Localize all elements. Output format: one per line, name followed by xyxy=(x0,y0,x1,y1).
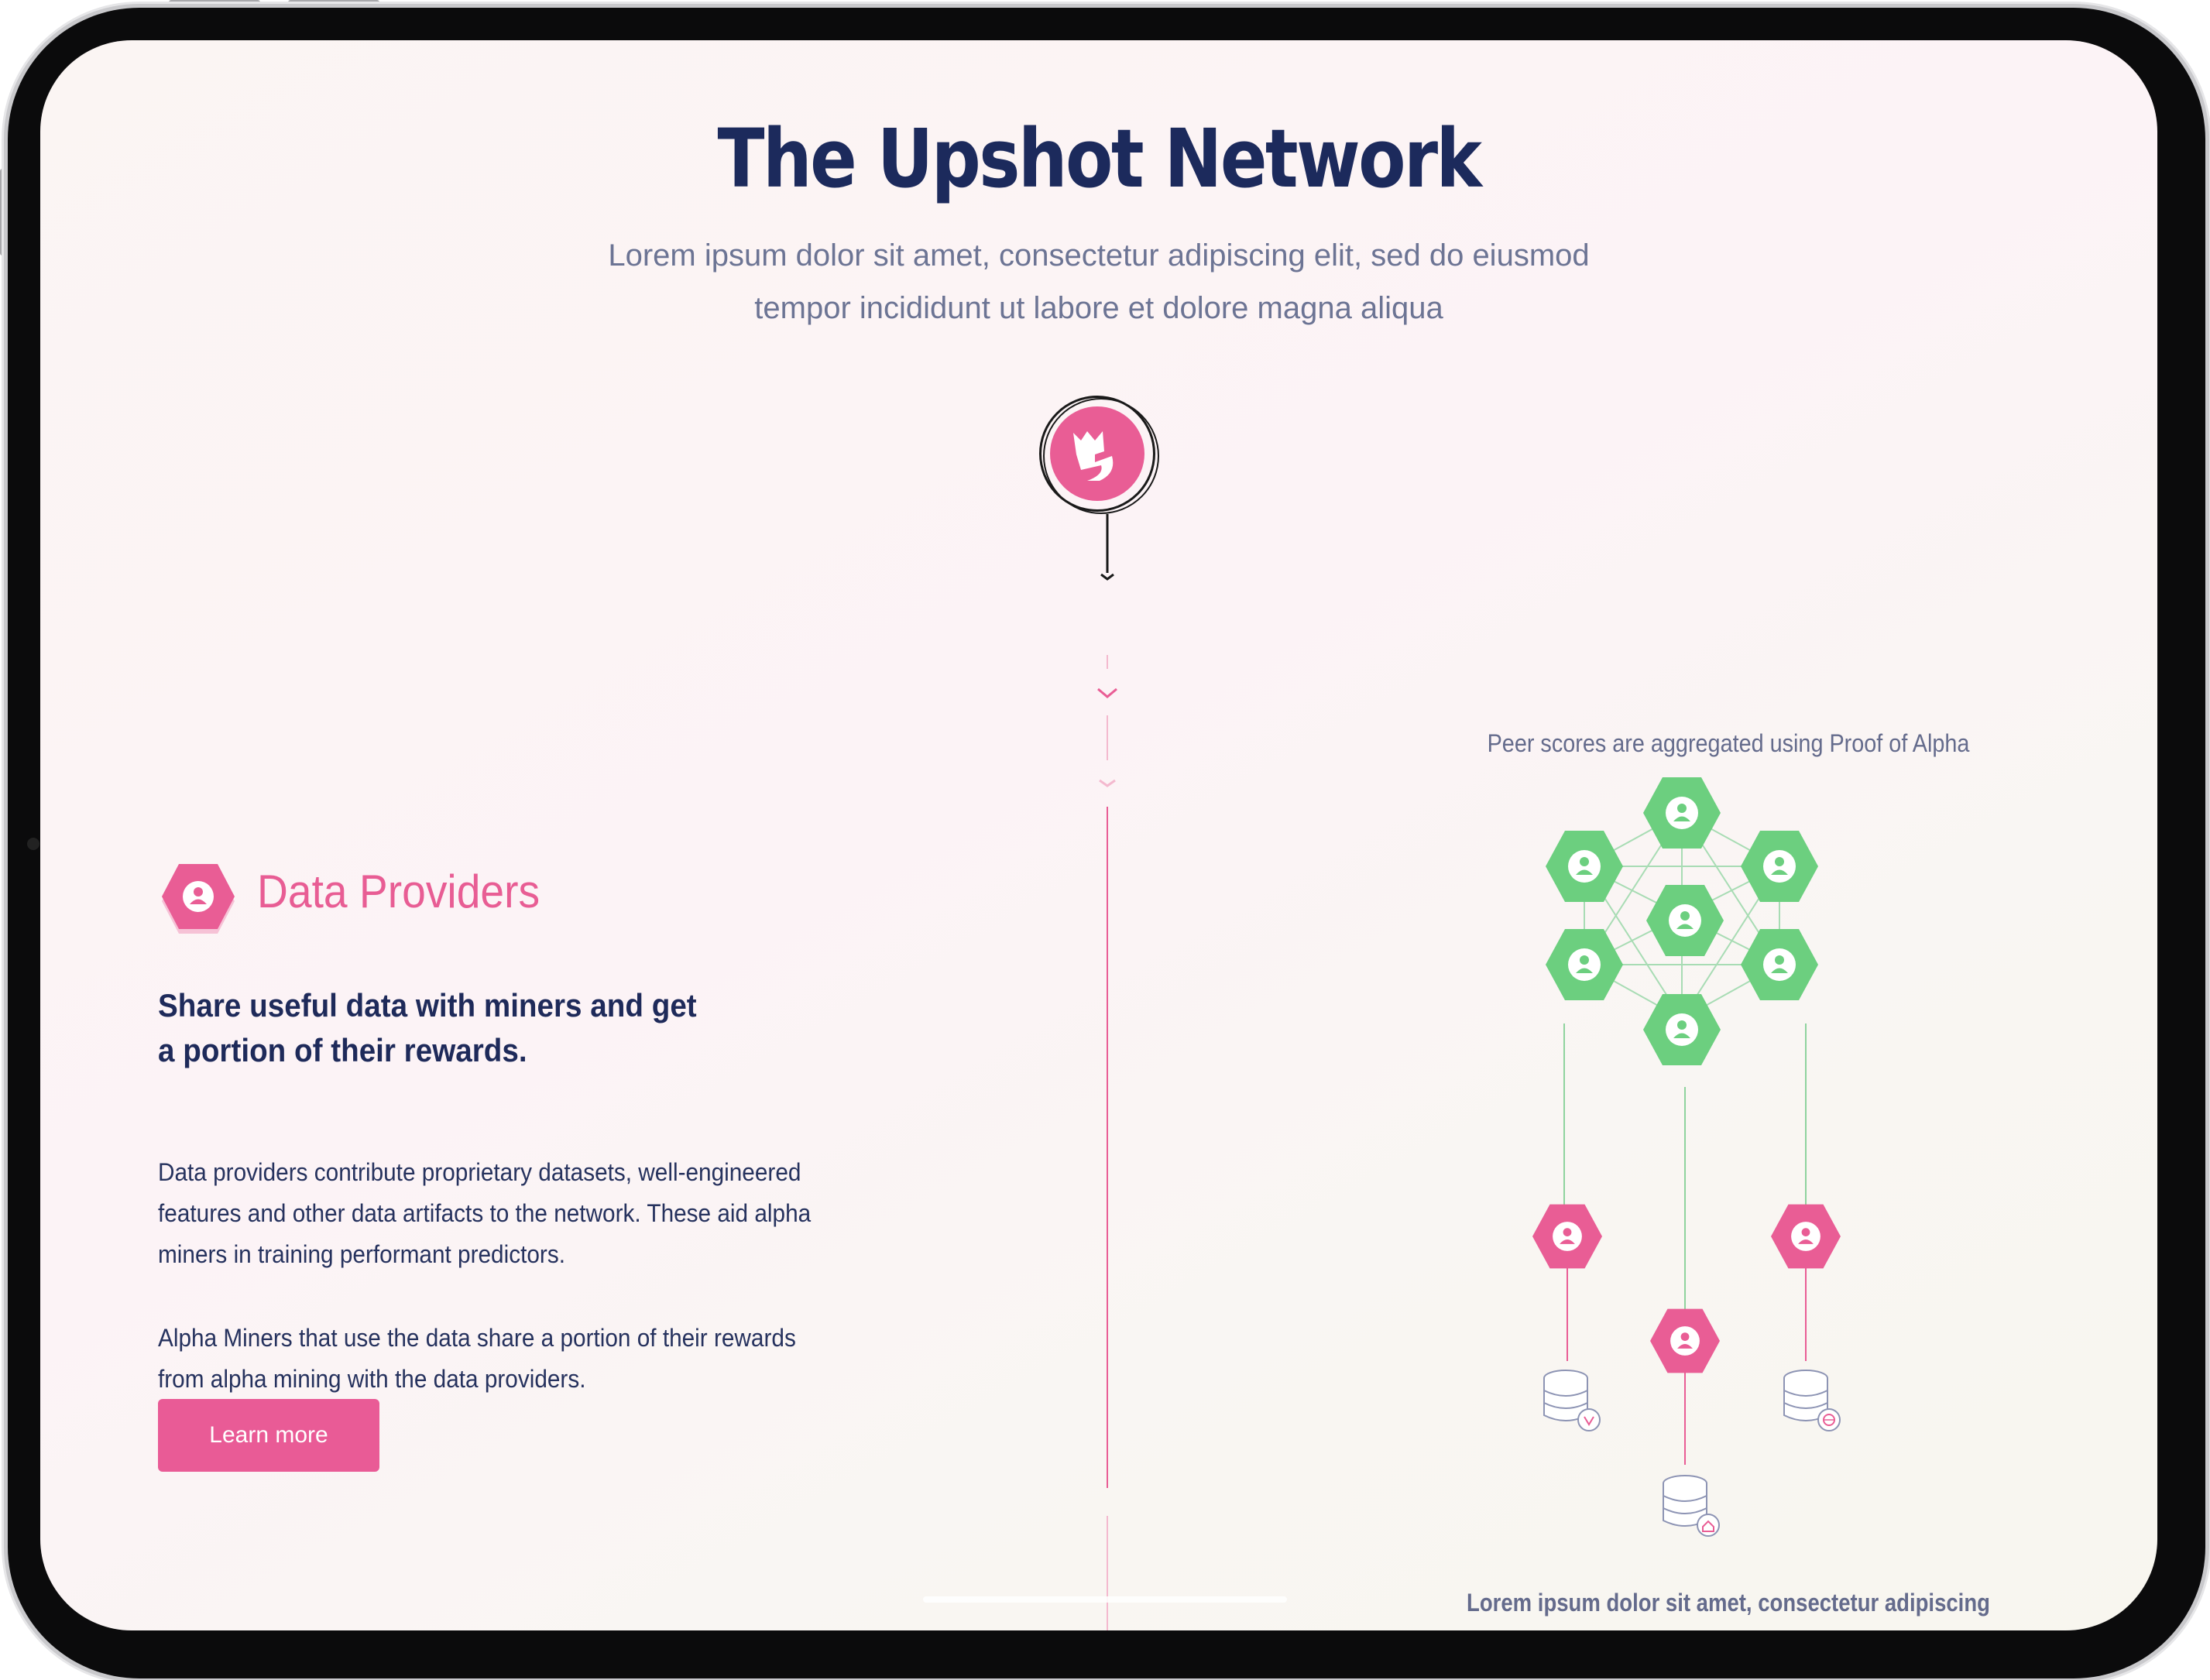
logo-ring-offset xyxy=(1043,398,1159,514)
home-indicator[interactable] xyxy=(923,1596,1287,1603)
heading-line-1: Share useful data with miners and get xyxy=(158,987,697,1023)
section-paragraph-1: Data providers contribute proprietary da… xyxy=(158,1152,828,1275)
stem-chevron-icon xyxy=(1100,573,1114,581)
paragraph-line: features and other data artifacts to the… xyxy=(158,1199,812,1227)
peer-user-hexagon-icon xyxy=(1643,777,1721,849)
page-title: The Upshot Network xyxy=(717,111,1482,206)
volume-up-button xyxy=(169,0,260,5)
diagram-caption-bottom: Lorem ipsum dolor sit amet, consectetur … xyxy=(1467,1589,1990,1617)
paragraph-line: from alpha mining with the data provider… xyxy=(158,1365,586,1393)
paragraph-line: Data providers contribute proprietary da… xyxy=(158,1158,801,1186)
section-paragraph-2: Alpha Miners that use the data share a p… xyxy=(158,1318,828,1400)
power-button xyxy=(0,169,5,255)
home-badge-icon xyxy=(1697,1514,1720,1537)
volume-down-button xyxy=(288,0,379,5)
peer-user-hexagon-icon xyxy=(1741,831,1818,902)
diagram-caption-top: Peer scores are aggregated using Proof o… xyxy=(1487,729,1970,757)
provider-user-hexagon-icon xyxy=(1532,1204,1602,1269)
user-hexagon-icon xyxy=(162,864,235,934)
provider-user-hexagon-icon xyxy=(1650,1308,1720,1373)
subtitle-line-1: Lorem ipsum dolor sit amet, consectetur … xyxy=(608,238,1590,273)
page-subtitle: Lorem ipsum dolor sit amet, consectetur … xyxy=(603,229,1594,334)
learn-more-button[interactable]: Learn more xyxy=(158,1399,379,1472)
peer-user-hexagon-icon xyxy=(1646,885,1724,956)
section-title: Data Providers xyxy=(257,866,540,917)
heading-line-2: a portion of their rewards. xyxy=(158,1032,527,1068)
timeline-chevron-small-icon xyxy=(1099,779,1116,787)
paragraph-line: miners in training performant predictors… xyxy=(158,1240,565,1268)
share-badge-icon xyxy=(1577,1408,1601,1431)
peer-user-hexagon-icon xyxy=(1741,929,1818,1000)
upshot-logo xyxy=(1039,396,1163,519)
peer-user-hexagon-icon xyxy=(1546,929,1623,1000)
network-diagram xyxy=(1097,514,1841,1630)
timeline-chevron-icon xyxy=(1097,687,1117,698)
logo-core xyxy=(1050,406,1144,501)
peer-user-hexagon-icon xyxy=(1643,994,1721,1065)
provider-user-hexagon-icon xyxy=(1771,1204,1841,1269)
upshot-mark-icon xyxy=(1073,431,1114,481)
front-camera xyxy=(27,838,39,850)
paragraph-line: Alpha Miners that use the data share a p… xyxy=(158,1324,796,1352)
peer-user-hexagon-icon xyxy=(1546,831,1623,902)
section-heading: Share useful data with miners and get a … xyxy=(158,983,699,1073)
screen: The Upshot Network Lorem ipsum dolor sit… xyxy=(40,40,2157,1630)
subtitle-line-2: tempor incididunt ut labore et dolore ma… xyxy=(754,291,1443,325)
